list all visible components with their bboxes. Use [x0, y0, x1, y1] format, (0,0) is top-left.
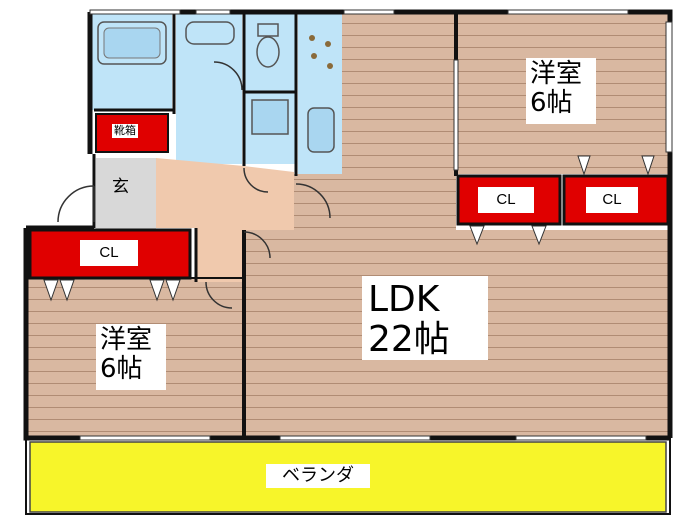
ldk-size: 22帖 — [368, 318, 450, 360]
ldk-name: LDK — [368, 279, 440, 320]
closet-top-right-label: CL — [586, 187, 638, 213]
western-room-2-label: 洋室 6帖 — [526, 58, 596, 124]
western-room-1-size: 6帖 — [100, 353, 143, 384]
shoe-box — [95, 113, 169, 153]
entrance-label: 玄 — [112, 177, 129, 197]
western-room-1-label: 洋室 6帖 — [96, 324, 166, 390]
closet-top-left-label: CL — [478, 187, 534, 213]
door-swings — [57, 61, 331, 309]
windows — [79, 9, 673, 441]
western-room-1-name: 洋室 — [100, 325, 153, 355]
washing-machine-pan-icon — [251, 99, 289, 135]
toilet-icon — [256, 36, 280, 68]
veranda-label: ベランダ — [266, 464, 370, 488]
western-room-2-name: 洋室 — [530, 59, 583, 89]
entrance-floor — [96, 158, 156, 230]
stove-icon — [309, 35, 333, 69]
hallway-floor — [156, 158, 294, 282]
shoe-box-label: 靴箱 — [112, 124, 138, 139]
closet-left-label: CL — [80, 240, 138, 266]
ldk-label: LDK 22帖 — [362, 276, 488, 360]
closet-door-marks — [43, 155, 655, 302]
wash-basin-icon — [185, 21, 235, 45]
ldk-floor-link — [290, 174, 456, 234]
kitchen-sink-icon — [307, 107, 335, 153]
western-room-2-size: 6帖 — [530, 87, 573, 118]
